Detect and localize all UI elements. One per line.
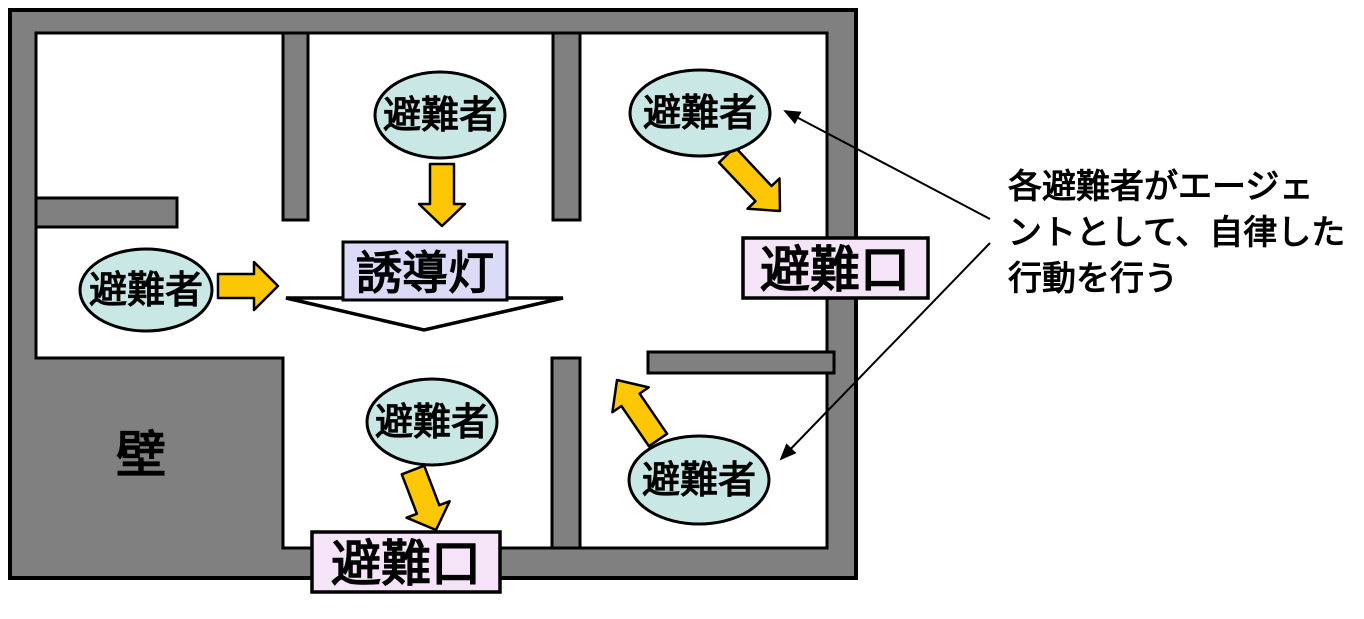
evacuee-label: 避難者 — [642, 460, 756, 502]
annotation-arrow-to-top-right-evacuee — [783, 110, 991, 220]
exit-sign-label: 避難口 — [331, 536, 481, 592]
exit-sign-label: 避難口 — [760, 242, 910, 298]
evacuee-ellipse — [628, 68, 772, 158]
guidance-light-label: 誘導灯 — [356, 247, 494, 299]
annotation-line-3: 行動を行う — [1008, 260, 1178, 298]
evacuee-label: 避難者 — [383, 95, 497, 137]
exit-sign-box — [310, 530, 502, 594]
interior-wall-bottom-vertical — [550, 356, 582, 550]
exit-sign-bottom: 避難口 — [310, 530, 502, 594]
interior-wall-top-middle-vertical — [281, 31, 310, 222]
evacuee-agent-bottom-right: 避難者 — [627, 434, 771, 526]
exit-sign-box — [741, 236, 930, 300]
evacuee-label: 避難者 — [643, 93, 757, 135]
interior-wall-top-right-vertical — [551, 31, 582, 222]
evacuee-ellipse — [373, 70, 507, 160]
evacuee-agent-bottom: 避難者 — [365, 377, 499, 467]
evacuee-ellipse — [365, 377, 499, 467]
exit-sign-right: 避難口 — [741, 236, 930, 300]
evacuee-ellipse — [627, 434, 771, 526]
interior-wall-bottom-right-horizontal — [646, 350, 836, 375]
evacuee-label: 避難者 — [89, 270, 203, 312]
wall-label: 壁 — [116, 427, 166, 483]
evacuee-agent-left: 避難者 — [78, 247, 214, 333]
evacuee-agent-top: 避難者 — [373, 70, 507, 160]
movement-arrow-bottom-evacuee — [400, 464, 451, 532]
movement-arrow-top-evacuee — [417, 162, 467, 228]
movement-arrow-top-right-evacuee — [717, 145, 782, 213]
annotation-line-2: ントとして、自律した — [1008, 214, 1345, 252]
annotation-text: 各避難者がエージェ ントとして、自律した 行動を行う — [1008, 167, 1345, 298]
annotation-line-1: 各避難者がエージェ — [1008, 167, 1313, 206]
annotation-arrow-to-bottom-right-evacuee — [779, 242, 991, 461]
evacuee-ellipse — [78, 247, 214, 333]
movement-arrow-left-evacuee — [216, 260, 280, 312]
movement-arrow-bottom-right-evacuee — [611, 378, 669, 448]
guidance-light-box — [341, 240, 509, 302]
evacuee-agent-top-right: 避難者 — [628, 68, 772, 158]
interior-wall-left-stub — [34, 196, 179, 229]
evacuee-label: 避難者 — [375, 402, 489, 444]
